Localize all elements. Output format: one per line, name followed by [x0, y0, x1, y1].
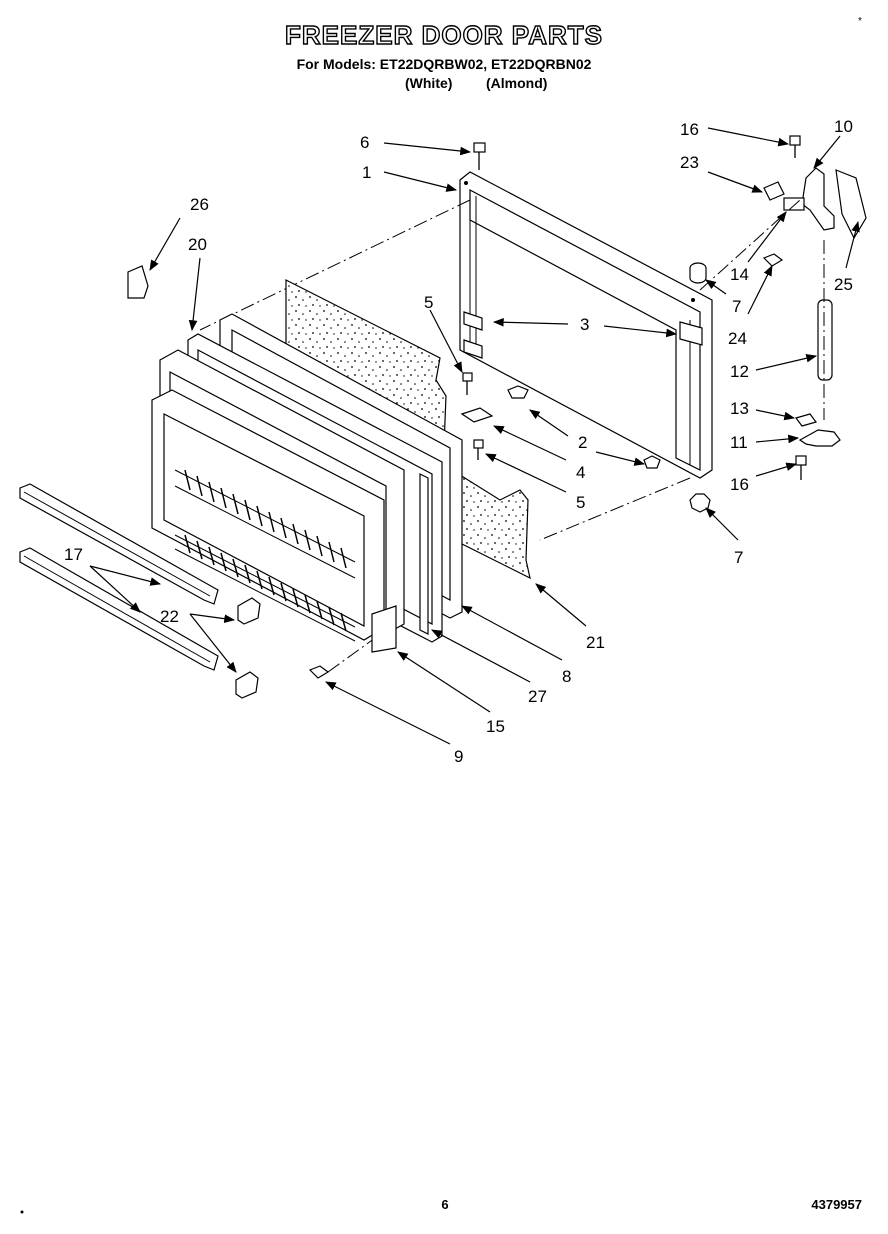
corner-dot: [20, 1210, 24, 1214]
bottom-hinge-11: [798, 429, 841, 447]
screw-6: [473, 142, 486, 170]
screw-9: [308, 665, 330, 679]
callout-23: 23: [680, 153, 699, 172]
cap-7a: [689, 262, 707, 284]
callout-22: 22: [160, 607, 179, 626]
callout-5-upper: 5: [424, 293, 433, 312]
hinge-cover-25: [835, 169, 867, 240]
alignment-line: [539, 477, 691, 541]
corner-mark: *: [858, 16, 862, 27]
clip-26: [127, 265, 149, 299]
variant-white-label: (White): [405, 75, 453, 91]
door-liner: [151, 349, 405, 642]
model-numbers: For Models: ET22DQRBW02, ET22DQRBN02: [296, 56, 592, 72]
hinge-bracket-right: [679, 321, 703, 346]
shelf-bar-17a: [19, 483, 219, 605]
callout-17: 17: [64, 545, 83, 564]
callout-26: 26: [190, 195, 209, 214]
callout-1: 1: [362, 163, 371, 182]
shelf-end-cap-22a: [237, 597, 261, 625]
callout-16-upper: 16: [680, 120, 699, 139]
bumper-2b: [643, 455, 661, 469]
screw-5a: [462, 372, 473, 395]
callout-2: 2: [578, 433, 587, 452]
callout-7-lower: 7: [734, 548, 743, 567]
alignment-line: [699, 199, 801, 291]
callout-3: 3: [580, 315, 589, 334]
bumper-2a: [507, 385, 529, 399]
page-number: 6: [441, 1197, 449, 1212]
callout-8: 8: [562, 667, 571, 686]
callout-13: 13: [730, 399, 749, 418]
callout-24: 24: [728, 329, 747, 348]
shim-4: [460, 407, 494, 423]
callout-11: 11: [730, 433, 748, 452]
breaker-strip-27: [419, 473, 429, 635]
page-title: FREEZER DOOR PARTS: [284, 19, 603, 50]
callout-arrows: [89, 127, 860, 745]
callout-7-upper: 7: [732, 297, 741, 316]
document-number: 4379957: [811, 1197, 862, 1212]
top-hinge-10: [783, 167, 835, 231]
callout-27: 27: [528, 687, 547, 706]
callout-15: 15: [486, 717, 505, 736]
shim-23: [763, 181, 785, 201]
callout-12: 12: [730, 362, 749, 381]
callout-numbers: 6 1 5 3 2 4 5 7 7 16 23 10 14 24 25 12 1…: [64, 117, 853, 766]
callout-4: 4: [576, 463, 585, 482]
callout-14: 14: [730, 265, 749, 284]
callout-16-lower: 16: [730, 475, 749, 494]
shelf-bar-17b: [19, 547, 219, 671]
callout-9: 9: [454, 747, 463, 766]
screw-16a: [789, 135, 801, 158]
screw-5b: [473, 439, 484, 460]
shelf-end-cap-22b: [235, 671, 259, 699]
handle-12: [817, 299, 833, 381]
variant-almond-label: (Almond): [486, 75, 548, 91]
alignment-line: [199, 199, 471, 331]
hinge-bracket-left: [463, 311, 483, 359]
callout-10: 10: [834, 117, 853, 136]
callout-20: 20: [188, 235, 207, 254]
callout-21: 21: [586, 633, 605, 652]
callout-25: 25: [834, 275, 853, 294]
callout-6: 6: [360, 133, 369, 152]
callout-5-lower: 5: [576, 493, 585, 512]
nut-7b: [689, 493, 711, 513]
screw-24: [762, 253, 784, 267]
trim-15: [371, 605, 397, 653]
screw-16b: [795, 455, 807, 480]
shim-13: [794, 413, 818, 427]
